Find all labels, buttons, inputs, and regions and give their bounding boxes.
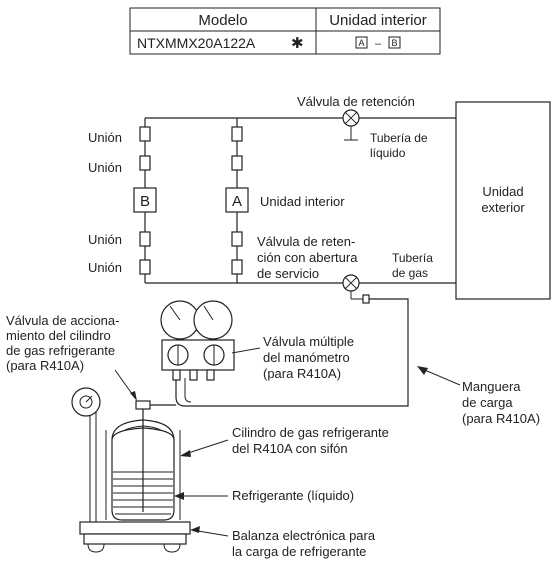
union-label-3: Unión: [88, 232, 122, 247]
cylinder-valve-label-1: Válvula de acciona-: [6, 313, 119, 328]
header-indoor-unit: Unidad interior: [329, 12, 427, 29]
charging-hose: [175, 298, 409, 407]
unit-a-letter: A: [358, 38, 364, 48]
cylinder-label-2: del R410A con sifón: [232, 441, 348, 456]
union-label-4: Unión: [88, 260, 122, 275]
refrigerant-label: Refrigerante (líquido): [232, 488, 354, 503]
electronic-scale: [71, 387, 191, 553]
manifold-gauge: [160, 300, 235, 381]
service-valve-label-1: Válvula de reten-: [257, 234, 355, 249]
indoor-unit-b-label: B: [140, 193, 150, 210]
indoor-unit-a-label: A: [232, 193, 242, 210]
liquid-check-valve: [342, 109, 360, 141]
cylinder-valve-label-3: de gas refrigerante: [6, 343, 115, 358]
fittings-middle: [231, 126, 243, 275]
liquid-pipe-label-1: Tubería de: [370, 131, 428, 145]
hose-label-2: de carga: [462, 395, 513, 410]
manifold-label-3: (para R410A): [263, 366, 341, 381]
hose-label-3: (para R410A): [462, 411, 540, 426]
unit-range: A – B: [355, 36, 401, 50]
union-label-1: Unión: [88, 130, 122, 145]
indoor-unit-a: A: [225, 187, 249, 213]
header-model: Modelo: [198, 12, 247, 29]
cylinder-valve-label-2: miento del cilindro: [6, 328, 111, 343]
scale-label-2: la carga de refrigerante: [232, 544, 366, 559]
cylinder-valve-label-4: (para R410A): [6, 358, 84, 373]
cylinder-label-1: Cilindro de gas refrigerante: [232, 425, 389, 440]
model-mark: ✱: [291, 35, 304, 52]
unit-b-letter: B: [391, 38, 397, 48]
indoor-unit-b: B: [133, 187, 157, 213]
check-valve-label: Válvula de retención: [297, 94, 415, 109]
outdoor-unit-label-1: Unidad: [482, 184, 523, 199]
hose-label-1: Manguera: [462, 379, 521, 394]
service-valve-label-3: de servicio: [257, 266, 319, 281]
manifold-label-1: Válvula múltiple: [263, 334, 354, 349]
gas-check-valve: [342, 274, 370, 304]
unit-dash: –: [375, 38, 382, 50]
gas-pipe-label-1: Tubería: [392, 251, 433, 265]
outdoor-unit-label-2: exterior: [481, 200, 525, 215]
outdoor-unit: Unidad exterior: [455, 101, 551, 300]
model-table: Modelo Unidad interior NTXMMX20A122A ✱ A…: [129, 7, 441, 55]
scale-label-1: Balanza electrónica para: [232, 528, 376, 543]
union-fittings-left: [139, 126, 151, 275]
cylinder-valve: [135, 400, 176, 420]
model-value: NTXMMX20A122A: [137, 35, 256, 51]
service-valve-label-2: ción con abertura: [257, 250, 358, 265]
refrigerant-cylinder: [105, 419, 181, 521]
union-label-2: Unión: [88, 160, 122, 175]
indoor-unit-label: Unidad interior: [260, 194, 345, 209]
liquid-pipe-label-2: líquido: [370, 146, 406, 160]
manifold-label-2: del manómetro: [263, 350, 350, 365]
gas-pipe-label-2: de gas: [392, 266, 428, 280]
